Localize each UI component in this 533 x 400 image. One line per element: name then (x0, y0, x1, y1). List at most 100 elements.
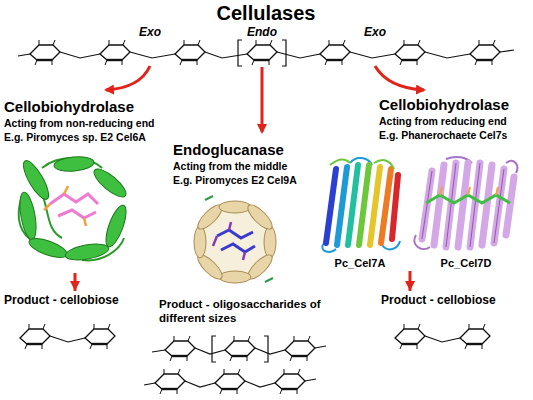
cellulose-chain (18, 54, 30, 56)
oligosaccharide-structure (275, 369, 305, 394)
oligosaccharide-structure (185, 381, 215, 387)
cellulose-chain (282, 40, 286, 66)
product-label: Product - oligosaccharides of different … (158, 297, 346, 329)
cel6a-structure (44, 186, 86, 226)
oligosaccharide-structure (195, 348, 225, 354)
cel7d-structure (414, 157, 517, 249)
cel7a-structure (392, 175, 398, 239)
cel7a-structure (370, 167, 380, 245)
cel7a-structure (322, 158, 400, 252)
oligosaccharide-structure (144, 383, 155, 385)
structure-label: Pc_Cel7D (441, 257, 492, 270)
cellulose-chain (425, 52, 470, 58)
node-text: E.g. Phanerochaete Cel7s (379, 129, 509, 142)
cellobiose-structure (395, 324, 490, 349)
cel7d-structure (458, 163, 468, 247)
cellulose-chain (470, 40, 500, 65)
cut-label: Exo (364, 25, 386, 39)
node-heading: Product - oligosaccharides of different … (159, 298, 345, 326)
oligosaccharide-structure (212, 336, 216, 362)
cel7a-structure (381, 169, 391, 243)
cellulose-chain (130, 52, 175, 58)
node-heading: Cellobiohydrolase (4, 98, 155, 116)
label-box: Endo (247, 25, 277, 39)
structure-label: Pc_Cel7A (335, 257, 386, 270)
cel7d-structure (434, 165, 444, 245)
node-text: Acting from non-reducing end (4, 117, 155, 130)
cellobiose-structure (395, 324, 425, 349)
oligosaccharide-structure (225, 336, 255, 361)
node-heading: Product - cellobiose (381, 293, 496, 307)
cel6a-structure (17, 155, 130, 262)
oligosaccharide-structure (255, 348, 285, 354)
cellulose-chain (18, 40, 514, 66)
cel9a-structure (195, 202, 275, 282)
cut-label: Exo (139, 25, 161, 39)
cellobiose-structure (50, 336, 85, 342)
cel7d-structure (482, 165, 492, 245)
cel7a-structure (326, 165, 398, 245)
cel6a-structure (27, 235, 69, 262)
cellulose-chain (500, 50, 514, 52)
oligosaccharide-structure (144, 336, 326, 394)
cleavage-arrows (106, 66, 150, 90)
cellobiose-structure (460, 324, 490, 349)
cel9a-structure (244, 201, 275, 232)
oligosaccharide-structure (305, 379, 316, 381)
cleavage-arrows (375, 66, 424, 90)
cel9a-structure (219, 201, 251, 213)
enzyme-entry: CellobiohydrolaseActing from reducing en… (378, 95, 510, 270)
cellobiose-structure (85, 324, 115, 349)
flow-arrow (74, 273, 77, 291)
cel7a-structure (337, 167, 347, 245)
node-heading: Product - cellobiose (4, 293, 119, 307)
label-box: Exo (364, 25, 386, 39)
label-box: Pc_Cel7A (335, 257, 386, 270)
enzyme-entry: CellobiohydrolaseActing from non-reducin… (3, 97, 156, 272)
node-heading: Endoglucanase (173, 141, 297, 159)
cel7a-structure (322, 158, 400, 252)
cel7d-structure (506, 177, 514, 235)
cel7d-structure (414, 157, 517, 249)
cellulose-chain (350, 52, 395, 58)
cel6a-structure (102, 203, 130, 249)
cel6a-structure (90, 165, 130, 201)
cellulose-chain (30, 40, 60, 65)
cel9a-structure (213, 222, 245, 260)
cellobiose-structure (425, 336, 460, 342)
cellulose-chain (395, 40, 425, 65)
cel7a-structure (359, 165, 369, 245)
cel6a-structure (53, 155, 94, 172)
cel7d-structure (440, 187, 498, 195)
oligosaccharide-structure (245, 381, 275, 387)
title-box: Cellulases (217, 1, 316, 25)
cel6a-structure (17, 155, 130, 262)
oligosaccharide-structure (152, 350, 165, 352)
cel7d-structure (422, 163, 504, 247)
cel9a-structure (194, 196, 276, 283)
node-heading: Cellobiohydrolase (379, 96, 509, 114)
label-box: Exo (139, 25, 161, 39)
oligosaccharide-structure (155, 369, 185, 394)
cel7d-structure (422, 163, 504, 247)
cleavage-arrows (261, 67, 264, 132)
oligosaccharide-structure (315, 346, 326, 348)
cellobiose-structure (20, 324, 50, 349)
label-box: Pc_Cel7D (441, 257, 492, 270)
enzyme-entry: EndoglucanaseActing from the middleE.g. … (172, 140, 298, 295)
cellulose-chain (100, 40, 130, 65)
cel7d-structure (426, 195, 510, 203)
oligosaccharide-structure (285, 336, 315, 361)
cellulose-chain (247, 40, 277, 65)
flow-arrow (409, 271, 412, 291)
cel9a-structure (264, 226, 276, 258)
cellulose-chain (277, 52, 320, 58)
cellulose-chain (205, 52, 247, 58)
node-text: Acting from reducing end (379, 115, 509, 128)
cellulose-chain (320, 40, 350, 65)
cellulose-chain (18, 40, 514, 66)
